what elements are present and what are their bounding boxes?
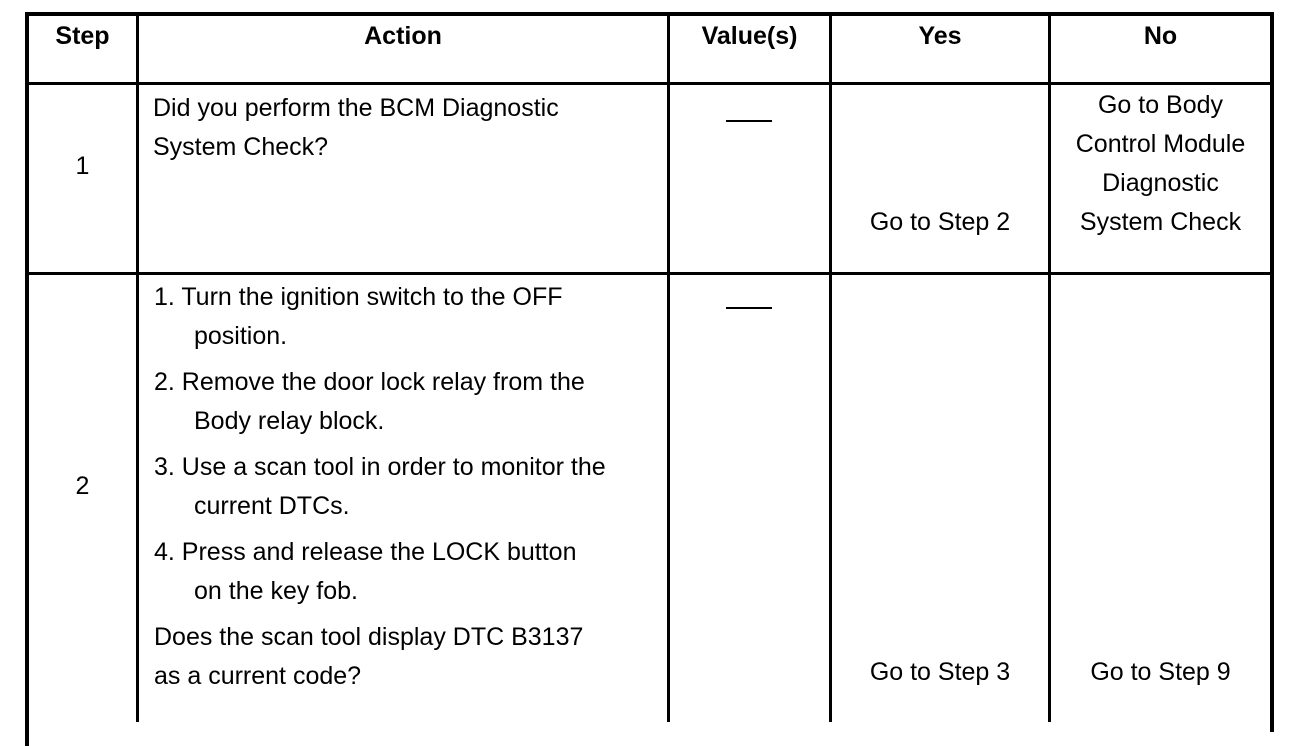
row2-step: 2 bbox=[75, 472, 90, 500]
column-divider-step bbox=[136, 12, 139, 722]
row1-no-line: Go to Body bbox=[1097, 91, 1224, 119]
header-divider bbox=[25, 82, 1274, 85]
header-step: Step bbox=[55, 22, 110, 50]
action-question-line: Does the scan tool display DTC B3137 bbox=[154, 623, 584, 651]
column-divider-yes bbox=[1048, 12, 1051, 722]
action-step-continuation: on the key fob. bbox=[194, 577, 359, 605]
column-divider-action bbox=[667, 12, 670, 722]
action-step-item: 1. Turn the ignition switch to the OFF p… bbox=[154, 278, 664, 356]
row2-action: 1. Turn the ignition switch to the OFF p… bbox=[154, 278, 664, 696]
row1-no-line: Diagnostic bbox=[1102, 169, 1219, 197]
row1-value-dash bbox=[726, 120, 772, 122]
table-border-left bbox=[25, 12, 29, 746]
action-step-continuation: current DTCs. bbox=[194, 492, 350, 520]
diagnostic-table: Step Action Value(s) Yes No 1 Did you pe… bbox=[25, 12, 1274, 746]
row1-yes: Go to Step 2 bbox=[869, 208, 1011, 236]
action-step-continuation: position. bbox=[194, 322, 288, 350]
row1-step: 1 bbox=[75, 152, 90, 180]
row1-no-line: System Check bbox=[1079, 208, 1242, 236]
table-border-top bbox=[25, 12, 1274, 16]
row1-action: Did you perform the BCM Diagnostic Syste… bbox=[153, 89, 658, 167]
header-yes: Yes bbox=[918, 22, 962, 50]
action-step-line: 1. Turn the ignition switch to the OFF bbox=[154, 283, 563, 311]
action-step-item: 3. Use a scan tool in order to monitor t… bbox=[154, 448, 664, 526]
row2-no: Go to Step 9 bbox=[1090, 658, 1231, 686]
action-step-item: 4. Press and release the LOCK button on … bbox=[154, 533, 664, 611]
action-step-line: 3. Use a scan tool in order to monitor t… bbox=[154, 453, 606, 481]
header-values: Value(s) bbox=[701, 22, 798, 50]
table-border-right bbox=[1270, 12, 1274, 732]
column-divider-values bbox=[829, 12, 832, 722]
row-divider bbox=[25, 272, 1274, 275]
row2-yes: Go to Step 3 bbox=[869, 658, 1011, 686]
action-step-continuation: Body relay block. bbox=[194, 407, 385, 435]
header-action: Action bbox=[364, 22, 442, 50]
action-step-item: 2. Remove the door lock relay from the B… bbox=[154, 363, 664, 441]
action-step-line: 4. Press and release the LOCK button bbox=[154, 538, 577, 566]
header-no: No bbox=[1143, 22, 1178, 50]
row1-no-line: Control Module bbox=[1075, 130, 1246, 158]
row1-action-line: System Check? bbox=[153, 133, 329, 161]
row1-no: Go to Body Control Module Diagnostic Sys… bbox=[1051, 86, 1270, 242]
action-question-line: as a current code? bbox=[154, 662, 362, 690]
action-question: Does the scan tool display DTC B3137 as … bbox=[154, 618, 664, 696]
row1-action-line: Did you perform the BCM Diagnostic bbox=[153, 94, 559, 122]
row2-value-dash bbox=[726, 307, 772, 309]
action-step-line: 2. Remove the door lock relay from the bbox=[154, 368, 585, 396]
